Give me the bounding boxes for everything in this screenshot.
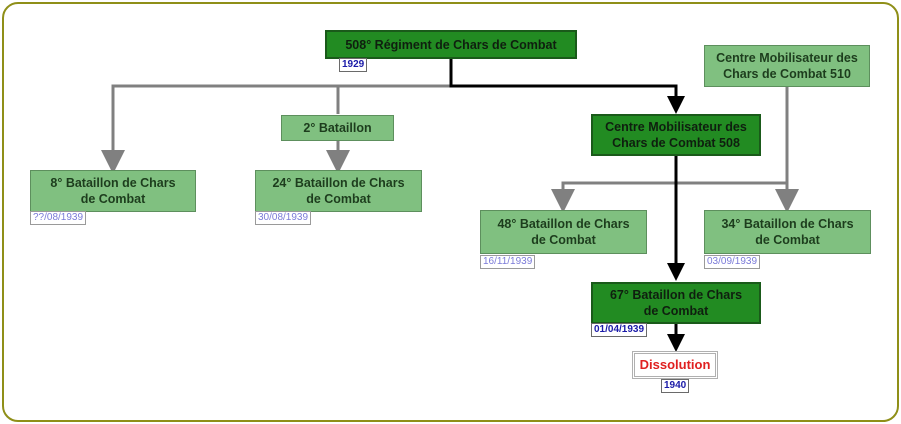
- node-48-bcc: 48° Bataillon de Chars de Combat: [480, 210, 647, 254]
- date-67-bcc: 01/04/1939: [591, 323, 648, 337]
- node-cm508: Centre Mobilisateur des Chars de Combat …: [591, 114, 761, 156]
- link-508-to-cm508: [449, 59, 685, 114]
- date-24-bcc: 30/08/1939: [255, 211, 312, 225]
- date-48-bcc: 16/11/1939: [480, 255, 536, 269]
- date-8-bcc: ??/08/1939: [30, 211, 87, 225]
- node-2-bataillon: 2° Bataillon: [281, 115, 394, 141]
- date-dissolution: 1940: [661, 379, 690, 393]
- node-67-bcc: 67° Bataillon de Chars de Combat: [591, 282, 761, 324]
- link-cm510-to-48bcc: [551, 181, 787, 213]
- date-34-bcc: 03/09/1939: [704, 255, 761, 269]
- node-dissolution: Dissolution: [632, 351, 718, 379]
- node-508-regiment: 508° Régiment de Chars de Combat: [325, 30, 577, 59]
- node-cm510: Centre Mobilisateur des Chars de Combat …: [704, 45, 870, 87]
- node-24-bcc: 24° Bataillon de Chars de Combat: [255, 170, 422, 212]
- node-8-bcc: 8° Bataillon de Chars de Combat: [30, 170, 196, 212]
- date-508-regiment: 1929: [339, 58, 368, 72]
- node-34-bcc: 34° Bataillon de Chars de Combat: [704, 210, 871, 254]
